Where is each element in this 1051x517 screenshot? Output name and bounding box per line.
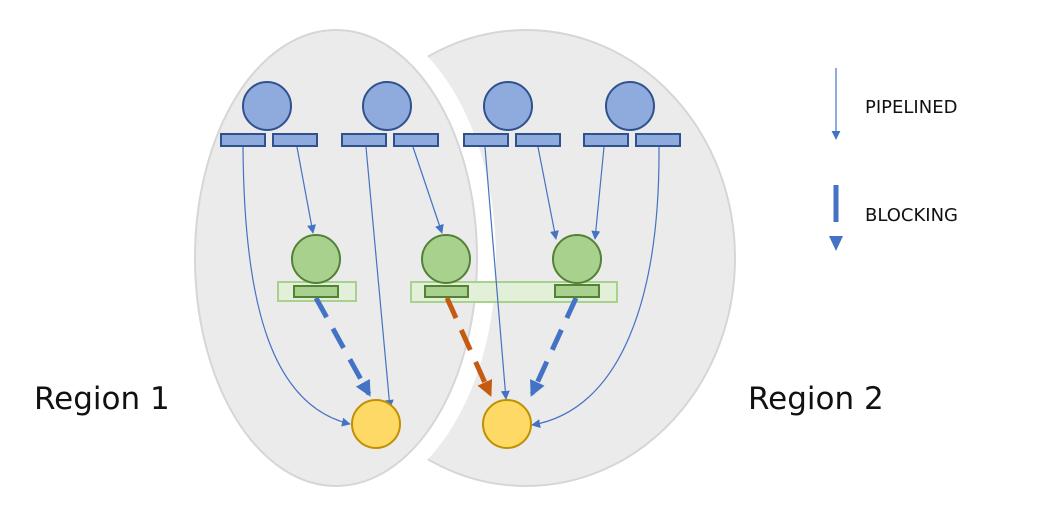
- intermediate-nodes: [291, 234, 602, 298]
- source-node-s4[interactable]: [605, 81, 655, 131]
- source-node-s2[interactable]: [362, 81, 412, 131]
- legend-label-blocking: BLOCKING: [865, 205, 958, 226]
- blocking-arrow-icon-head: [829, 236, 843, 251]
- edge-s1a-y1: [242, 146, 351, 427]
- edge-g3o-y2: [529, 296, 579, 397]
- source-output-s2b[interactable]: [393, 133, 439, 147]
- source-nodes: [220, 81, 681, 147]
- sink-node-y1[interactable]: [351, 399, 401, 449]
- region-2-label: Region 2: [748, 381, 884, 417]
- source-output-s3a[interactable]: [463, 133, 509, 147]
- intermediate-output-g1[interactable]: [293, 285, 339, 298]
- region-1-label: Region 1: [34, 381, 170, 417]
- intermediate-node-g2[interactable]: [421, 234, 471, 284]
- legend: PIPELINED BLOCKING: [829, 68, 958, 251]
- edge-s2a-y1: [365, 146, 394, 409]
- edge-g1o-y1: [313, 296, 372, 397]
- source-output-s3b[interactable]: [515, 133, 561, 147]
- legend-label-pipelined: PIPELINED: [865, 97, 957, 118]
- edge-s4a-g3: [591, 146, 605, 240]
- edge-s1b-g1: [296, 146, 316, 234]
- pipelined-edges: [242, 146, 660, 429]
- edge-g2o-y2: [444, 296, 493, 397]
- edge-s4b-y2: [531, 146, 660, 429]
- sink-nodes: [351, 399, 532, 449]
- source-output-s1a[interactable]: [220, 133, 266, 147]
- source-output-s1b[interactable]: [272, 133, 318, 147]
- edge-s2b-g2: [412, 146, 444, 234]
- source-output-s2a[interactable]: [341, 133, 387, 147]
- intermediate-node-g1[interactable]: [291, 234, 341, 284]
- edge-s3b-g3: [537, 146, 559, 240]
- intermediate-output-g3[interactable]: [554, 284, 600, 298]
- source-node-s3[interactable]: [483, 81, 533, 131]
- edge-s3a-y2: [484, 146, 510, 400]
- source-output-s4b[interactable]: [635, 133, 681, 147]
- source-output-s4a[interactable]: [583, 133, 629, 147]
- blocking-edges: [313, 296, 579, 397]
- intermediate-output-g2[interactable]: [424, 285, 469, 298]
- legend-item-pipelined: PIPELINED: [831, 68, 957, 140]
- source-node-s1[interactable]: [242, 81, 292, 131]
- legend-item-blocking: BLOCKING: [829, 185, 958, 251]
- intermediate-node-g3[interactable]: [552, 234, 602, 284]
- sink-node-y2[interactable]: [482, 399, 532, 449]
